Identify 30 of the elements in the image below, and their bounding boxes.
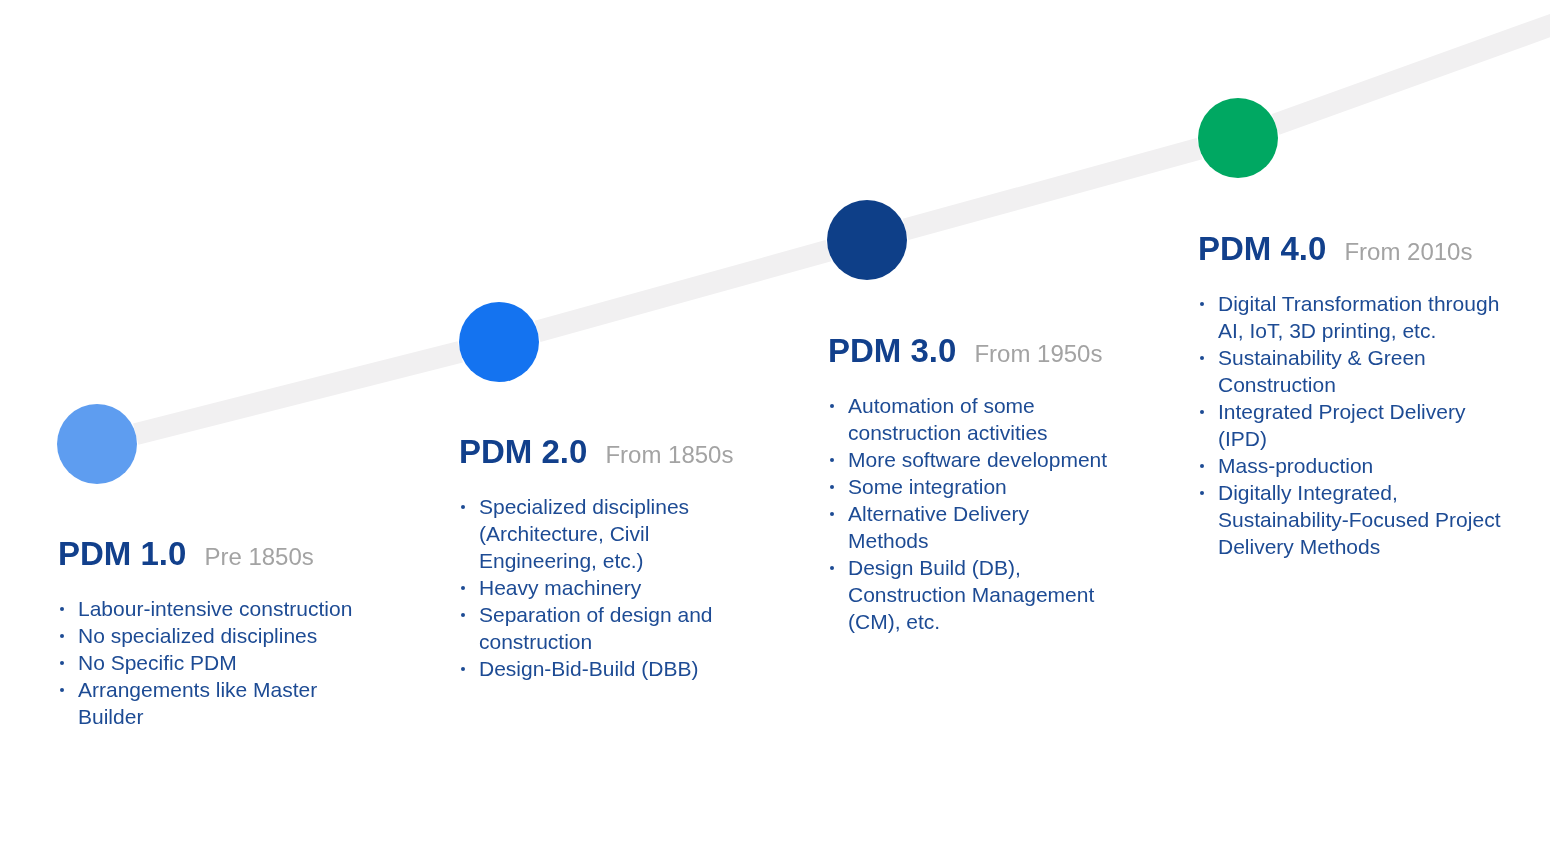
bullet-item: Arrangements like Master Builder bbox=[78, 678, 318, 728]
bullet-item: Mass-production bbox=[1218, 454, 1374, 477]
bullet-item: Digital Transformation through AI, IoT, 3D printing, etc. bbox=[1218, 292, 1500, 342]
bullet-item: Digitally Integrated, Sustainability-Focused Project Delivery Methods bbox=[1218, 481, 1501, 558]
bullet-item: Labour-intensive construction bbox=[78, 597, 353, 620]
version-heading: PDM 3.0 bbox=[828, 332, 957, 370]
timeline-band bbox=[902, 138, 1203, 240]
date-label: From 2010s bbox=[1344, 238, 1473, 266]
bullet-item: Automation of some construction activities bbox=[848, 394, 1048, 444]
date-label: From 1850s bbox=[605, 441, 734, 469]
bullet-item: No specialized disciplines bbox=[78, 624, 318, 647]
timeline-band bbox=[534, 240, 832, 342]
timeline-band bbox=[133, 341, 463, 445]
bullet-item: Design-Bid-Build (DBB) bbox=[479, 657, 699, 680]
bullet-item: Design Build (DB), Construction Management (CM), etc. bbox=[848, 556, 1095, 633]
bullet-item: Separation of design and construction bbox=[479, 603, 713, 653]
version-heading: PDM 4.0 bbox=[1198, 230, 1327, 268]
date-label: Pre 1850s bbox=[204, 543, 314, 571]
timeline-band bbox=[1271, 11, 1550, 135]
bullet-item: Integrated Project Delivery (IPD) bbox=[1218, 400, 1466, 450]
bullet-item: Sustainability & Green Construction bbox=[1218, 346, 1426, 396]
bullet-item: No Specific PDM bbox=[78, 651, 237, 674]
date-label: From 1950s bbox=[974, 340, 1103, 368]
version-heading: PDM 2.0 bbox=[459, 433, 588, 471]
bullet-item: Heavy machinery bbox=[479, 576, 642, 599]
bullet-item: Specialized disciplines (Architecture, Civil Engineering, etc.) bbox=[479, 495, 690, 572]
bullet-item: More software development bbox=[848, 448, 1108, 471]
version-heading: PDM 1.0 bbox=[58, 535, 187, 573]
bullet-item: Alternative Delivery Methods bbox=[848, 502, 1029, 552]
bullet-item: Some integration bbox=[848, 475, 1007, 498]
